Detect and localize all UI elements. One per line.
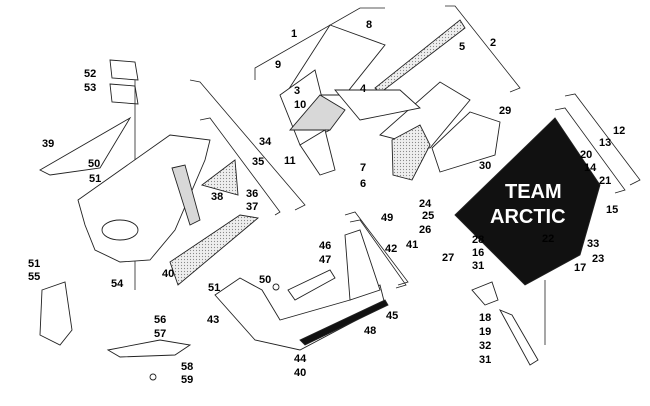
callout-7: 7 bbox=[360, 162, 366, 174]
callout-47: 47 bbox=[319, 254, 331, 266]
callout-57: 57 bbox=[154, 328, 166, 340]
nose-panel: TEAM ARCTIC bbox=[454, 117, 601, 366]
callout-32: 32 bbox=[479, 340, 491, 352]
callout-1: 1 bbox=[291, 28, 297, 40]
callout-31: 31 bbox=[472, 260, 484, 272]
callout-50: 50 bbox=[88, 158, 100, 170]
callout-51: 51 bbox=[28, 258, 40, 270]
callout-55: 55 bbox=[28, 271, 40, 283]
callout-27: 27 bbox=[442, 252, 454, 264]
decal-arctic: ARCTIC bbox=[490, 206, 566, 228]
callout-33: 33 bbox=[587, 238, 599, 250]
callout-45: 45 bbox=[386, 310, 398, 322]
callout-28: 28 bbox=[472, 234, 484, 246]
callout-49: 49 bbox=[381, 212, 393, 224]
callout-43: 43 bbox=[207, 314, 219, 326]
callout-51: 51 bbox=[208, 282, 220, 294]
callout-54: 54 bbox=[111, 278, 124, 290]
callout-34: 34 bbox=[259, 136, 272, 148]
belly-pan bbox=[214, 229, 389, 351]
hood-assembly bbox=[279, 19, 501, 181]
callout-46: 46 bbox=[319, 240, 331, 252]
callout-6: 6 bbox=[360, 178, 366, 190]
callout-31: 31 bbox=[479, 354, 491, 366]
callout-18: 18 bbox=[479, 312, 491, 324]
callout-38: 38 bbox=[211, 191, 223, 203]
callout-37: 37 bbox=[246, 201, 258, 213]
callout-12: 12 bbox=[613, 125, 625, 137]
callout-40: 40 bbox=[162, 268, 174, 280]
callout-36: 36 bbox=[246, 188, 258, 200]
callout-25: 25 bbox=[422, 210, 434, 222]
callout-10: 10 bbox=[294, 99, 306, 111]
callout-48: 48 bbox=[364, 325, 376, 337]
callout-19: 19 bbox=[479, 326, 491, 338]
callout-9: 9 bbox=[275, 59, 281, 71]
callout-8: 8 bbox=[366, 19, 372, 31]
callout-30: 30 bbox=[479, 160, 491, 172]
left-side-panel bbox=[39, 59, 260, 290]
callout-59: 59 bbox=[181, 374, 193, 386]
callout-13: 13 bbox=[599, 137, 611, 149]
callout-22: 22 bbox=[542, 233, 554, 245]
callout-53: 53 bbox=[84, 82, 96, 94]
lower-left-parts bbox=[39, 281, 192, 381]
callout-2: 2 bbox=[490, 37, 496, 49]
callout-29: 29 bbox=[499, 105, 511, 117]
callout-42: 42 bbox=[385, 243, 397, 255]
callout-24: 24 bbox=[419, 198, 432, 210]
callout-44: 44 bbox=[294, 353, 307, 365]
callout-17: 17 bbox=[574, 262, 586, 274]
callout-52: 52 bbox=[84, 68, 96, 80]
callout-16: 16 bbox=[472, 247, 484, 259]
group-brackets bbox=[189, 5, 641, 289]
callout-41: 41 bbox=[406, 239, 418, 251]
callout-11: 11 bbox=[284, 155, 296, 167]
callout-35: 35 bbox=[252, 156, 264, 168]
callout-39: 39 bbox=[42, 138, 54, 150]
callout-51: 51 bbox=[89, 173, 101, 185]
callout-21: 21 bbox=[599, 175, 611, 187]
decal-team: TEAM bbox=[505, 181, 562, 203]
callout-4: 4 bbox=[360, 83, 367, 95]
callout-50: 50 bbox=[259, 274, 271, 286]
callout-23: 23 bbox=[592, 253, 604, 265]
callout-20: 20 bbox=[580, 149, 592, 161]
callout-5: 5 bbox=[459, 41, 465, 53]
callout-58: 58 bbox=[181, 361, 193, 373]
callout-26: 26 bbox=[419, 224, 431, 236]
callout-14: 14 bbox=[584, 162, 597, 174]
callout-3: 3 bbox=[294, 85, 300, 97]
callout-40: 40 bbox=[294, 367, 306, 379]
callout-56: 56 bbox=[154, 314, 166, 326]
callout-15: 15 bbox=[606, 204, 618, 216]
